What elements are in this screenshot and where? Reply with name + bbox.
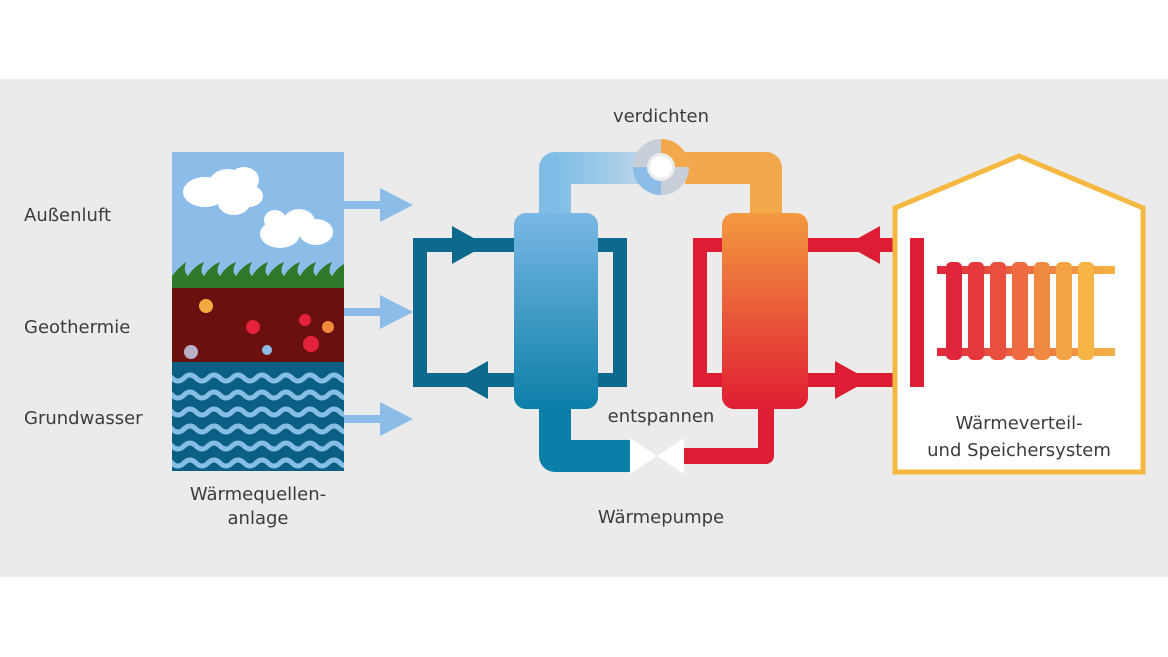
wave-line [172,423,344,435]
compressor-icon [633,139,689,195]
heat-source-system-label-line2: anlage [227,508,289,529]
arrow-right-icon [344,402,413,436]
distribution-system-label-line2: und Speichersystem [927,440,1111,461]
radiator-fin [990,262,1006,360]
heat-source-panel [172,152,344,471]
heat-pump-label: Wärmepumpe [597,507,725,528]
pipe-evaporator-to-valve [539,400,632,472]
warm-loop-house-segment [910,238,924,387]
wave-line [172,389,344,401]
radiator-fin [1056,262,1072,360]
heat-source-system-label-line1: Wärmequellen- [189,484,327,505]
cloud-icon [260,209,333,248]
pipe-evaporator-to-compressor [539,152,640,220]
expansion-valve-icon [630,438,684,474]
wave-line [172,406,344,418]
wave-line [172,372,344,384]
arrow-left-icon [846,226,880,264]
soil-particles [184,299,334,359]
source-arrows [344,188,413,436]
radiator-icon [937,262,1115,360]
radiator-fin [1078,262,1094,360]
distribution-system-label: Wärmeverteil- und Speichersystem [900,410,1138,464]
wave-line [172,440,344,452]
condenser [722,213,808,409]
grass-icon [172,262,344,288]
warm-loop-arrows [835,226,880,399]
radiator-fin [968,262,984,360]
radiator-fin [1012,262,1028,360]
radiator-fin [946,262,962,360]
cloud-icon [183,167,263,215]
wave-line [172,457,344,469]
cold-loop-arrows [452,226,488,399]
compress-label: verdichten [612,106,710,127]
arrow-right-icon [344,188,413,222]
source-label-groundwater: Grundwasser [24,408,143,429]
evaporator [514,213,598,409]
radiator-fin [1034,262,1050,360]
wave-icon [172,372,344,469]
source-label-geothermal: Geothermie [24,317,131,338]
source-label-air: Außenluft [24,205,112,226]
heat-source-system-label: Wärmequellen- anlage [172,483,344,531]
arrow-left-icon [454,361,488,399]
distribution-system-label-line1: Wärmeverteil- [955,413,1083,434]
arrow-right-icon [835,361,869,399]
refrigerant-pipes [539,152,782,472]
pipe-compressor-to-condenser [685,152,782,220]
arrow-right-icon [452,226,486,264]
arrow-right-icon [344,295,413,329]
pipe-valve-to-condenser [682,400,774,464]
expand-label: entspannen [607,406,715,427]
